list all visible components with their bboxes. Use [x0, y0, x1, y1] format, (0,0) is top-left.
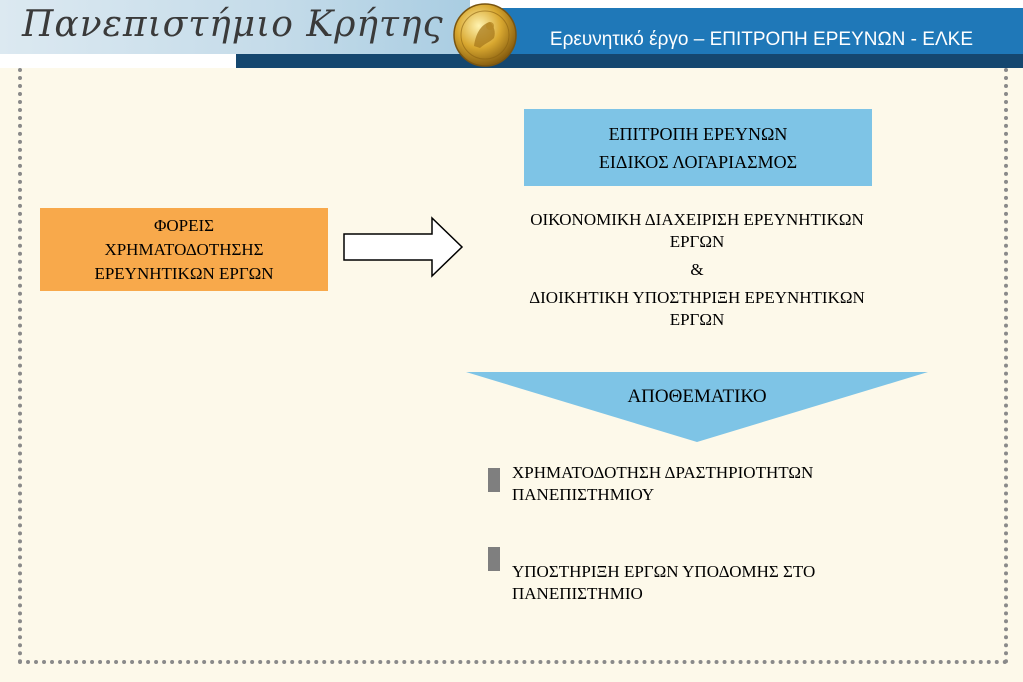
bullet-line1: ΧΡΗΜΑΤΟΔΟΤΗΣΗ ΔΡΑΣΤΗΡΙΟΤΗΤΩΝ	[512, 463, 814, 482]
support-line2: ΕΡΓΩΝ	[669, 310, 725, 329]
header-stripe	[236, 54, 1023, 68]
square-bullet-icon	[488, 547, 500, 571]
management-line2: ΕΡΓΩΝ	[669, 232, 725, 251]
funding-bodies-line3: ΕΡΕΥΝΗΤΙΚΩΝ ΕΡΓΩΝ	[94, 263, 274, 283]
square-bullet-icon	[488, 468, 500, 492]
university-logo-text: Πανεπιστήμιο Κρήτης	[22, 4, 444, 45]
management-line1: ΟΙΚΟΝΟΜΙΚΗ ΔΙΑΧΕΙΡΙΣΗ ΕΡΕΥΝΗΤΙΚΩΝ	[530, 210, 864, 229]
university-seal-icon	[453, 3, 517, 67]
bullet-text: ΥΠΟΣΤΗΡΙΞΗ ΕΡΓΩΝ ΥΠΟΔΟΜΗΣ ΣΤΟ ΠΑΝΕΠΙΣΤΗΜ…	[512, 561, 932, 605]
bullet-line2: ΠΑΝΕΠΙΣΤΗΜΙΟ	[512, 584, 643, 603]
funding-bodies-line1: ΦΟΡΕΙΣ	[153, 215, 215, 235]
right-arrow-icon	[343, 216, 464, 278]
title-bar: Ερευνητικό έργο – ΕΠΙΤΡΟΠΗ ΕΡΕΥΝΩΝ - ΕΛΚ…	[470, 8, 1023, 54]
funding-bodies-box: ΦΟΡΕΙΣ ΧΡΗΜΑΤΟΔΟΤΗΣΗΣ ΕΡΕΥΝΗΤΙΚΩΝ ΕΡΓΩΝ	[40, 208, 328, 291]
bullet-text: ΧΡΗΜΑΤΟΔΟΤΗΣΗ ΔΡΑΣΤΗΡΙΟΤΗΤΩΝ ΠΑΝΕΠΙΣΤΗΜΙ…	[512, 462, 932, 506]
research-committee-line2: ΕΙΔΙΚΟΣ ΛΟΓΑΡΙΑΣΜΟΣ	[598, 151, 798, 172]
bullet-line2: ΠΑΝΕΠΙΣΤΗΜΙΟΥ	[512, 485, 655, 504]
management-support-text: ΟΙΚΟΝΟΜΙΚΗ ΔΙΑΧΕΙΡΙΣΗ ΕΡΕΥΝΗΤΙΚΩΝ ΕΡΓΩΝ …	[470, 209, 924, 331]
management-ampersand: &	[690, 260, 704, 279]
logo-banner: Πανεπιστήμιο Κρήτης	[0, 0, 470, 54]
research-committee-line1: ΕΠΙΤΡΟΠΗ ΕΡΕΥΝΩΝ	[608, 123, 788, 144]
header: Πανεπιστήμιο Κρήτης Ερευνητικό έργο – ΕΠ…	[0, 0, 1023, 68]
funding-bodies-line2: ΧΡΗΜΑΤΟΔΟΤΗΣΗΣ	[104, 239, 264, 259]
page-title: Ερευνητικό έργο – ΕΠΙΤΡΟΠΗ ΕΡΕΥΝΩΝ - ΕΛΚ…	[549, 29, 973, 50]
research-committee-box: ΕΠΙΤΡΟΠΗ ΕΡΕΥΝΩΝ ΕΙΔΙΚΟΣ ΛΟΓΑΡΙΑΣΜΟΣ	[524, 109, 872, 186]
bullet-line1: ΥΠΟΣΤΗΡΙΞΗ ΕΡΓΩΝ ΥΠΟΔΟΜΗΣ ΣΤΟ	[512, 562, 816, 581]
reserve-label: ΑΠΟΘΕΜΑΤΙΚΟ	[627, 386, 767, 407]
content-frame	[18, 68, 1008, 664]
support-line1: ΔΙΟΙΚΗΤΙΚΗ ΥΠΟΣΤΗΡΙΞΗ ΕΡΕΥΝΗΤΙΚΩΝ	[529, 288, 865, 307]
reserve-triangle	[466, 372, 928, 442]
